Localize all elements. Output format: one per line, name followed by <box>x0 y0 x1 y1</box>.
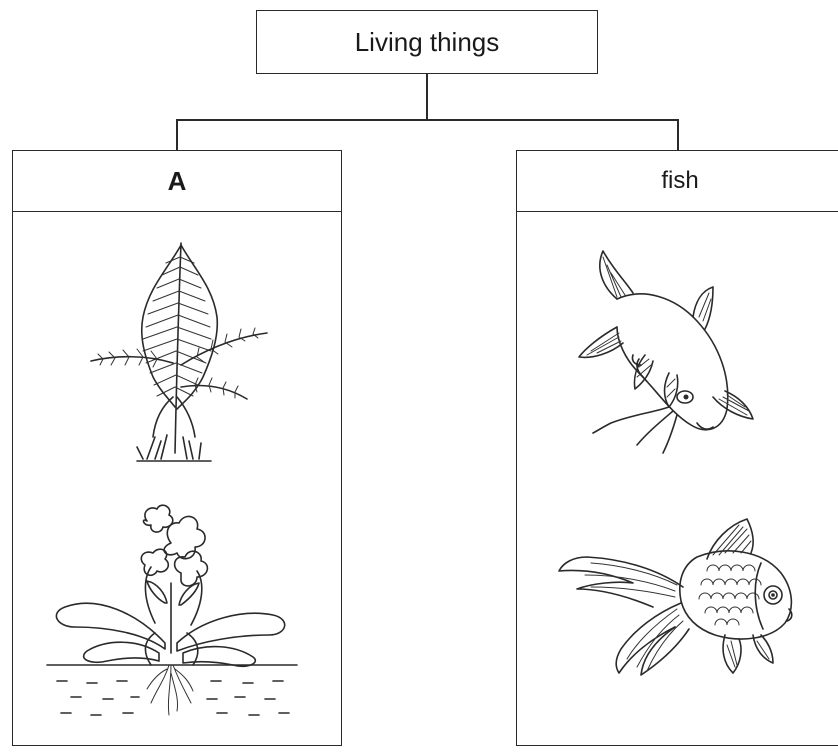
goldfish-icon <box>557 517 817 677</box>
root-label: Living things <box>355 27 500 58</box>
group-label-fish: fish <box>661 167 698 195</box>
group-header-a: A <box>13 151 341 212</box>
group-panel-fish: fish <box>516 150 838 746</box>
water-hyacinth-icon <box>47 503 297 723</box>
connector-left-drop <box>176 119 178 150</box>
connector-right-drop <box>677 119 679 150</box>
group-panel-a: A <box>12 150 342 746</box>
connector-crossbar <box>176 119 678 121</box>
root-node: Living things <box>256 10 598 74</box>
group-header-fish: fish <box>517 151 838 212</box>
group-label-a: A <box>168 166 187 197</box>
catfish-icon <box>573 247 773 457</box>
fern-icon <box>77 237 277 467</box>
connector-trunk <box>426 74 428 120</box>
